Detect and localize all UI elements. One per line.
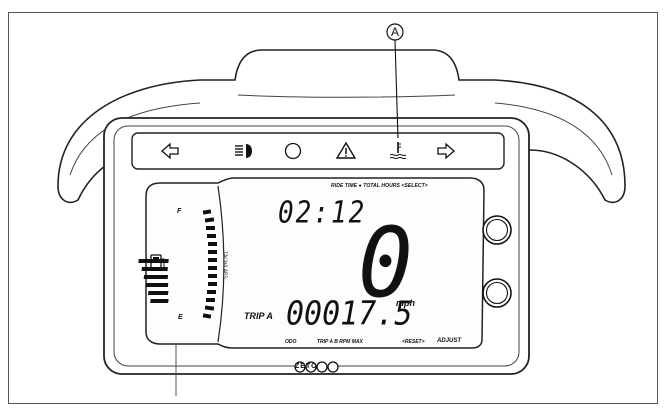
speed-unit: mph xyxy=(396,298,415,308)
high-beam-icon xyxy=(235,144,252,158)
warning-icon xyxy=(335,141,357,159)
odo-label: ODO xyxy=(285,339,297,345)
lcd-divider xyxy=(217,185,225,343)
reset-label: <RESET> xyxy=(402,339,425,345)
neutral-icon xyxy=(284,142,302,160)
fuel-bar-5 xyxy=(147,291,169,295)
indicator-strip xyxy=(131,132,505,170)
turn-left-icon xyxy=(161,142,179,160)
fuel-empty-label: E xyxy=(178,314,183,321)
trip-label: TRIP A xyxy=(244,311,273,321)
fuel-full-label: F xyxy=(177,208,182,215)
turn-right-icon xyxy=(437,142,455,160)
lcd-screen xyxy=(145,177,485,349)
modes-label: TRIP A B RPM MAX xyxy=(317,339,363,345)
tach-bar-segments xyxy=(202,209,217,319)
fuel-bar-2 xyxy=(141,267,168,271)
dashboard-wing-right-edge xyxy=(494,102,613,176)
fuel-bar-4 xyxy=(145,283,169,287)
odometer-display: 00017.5 xyxy=(286,295,413,334)
ride-time-label: RIDE TIME ● TOTAL HOURS <SELECT> xyxy=(331,183,428,189)
callout-letter: A xyxy=(390,25,399,39)
brand-logo-text: ZETO xyxy=(295,363,318,370)
coolant-temperature-icon xyxy=(389,142,407,160)
speed-display: 0 xyxy=(358,207,413,319)
fuel-bar-1 xyxy=(138,259,169,263)
tach-label: TACH/LAPS xyxy=(221,251,228,279)
clock-display: 02:12 xyxy=(278,196,367,231)
adjust-label: ADJUST xyxy=(437,338,462,344)
dashboard-wing-inner-line xyxy=(237,94,456,98)
fuel-bar-6 xyxy=(150,299,169,303)
fuel-bar-3 xyxy=(143,275,169,279)
callout-leader-line xyxy=(394,39,399,139)
brand-logo-badge xyxy=(294,361,339,373)
